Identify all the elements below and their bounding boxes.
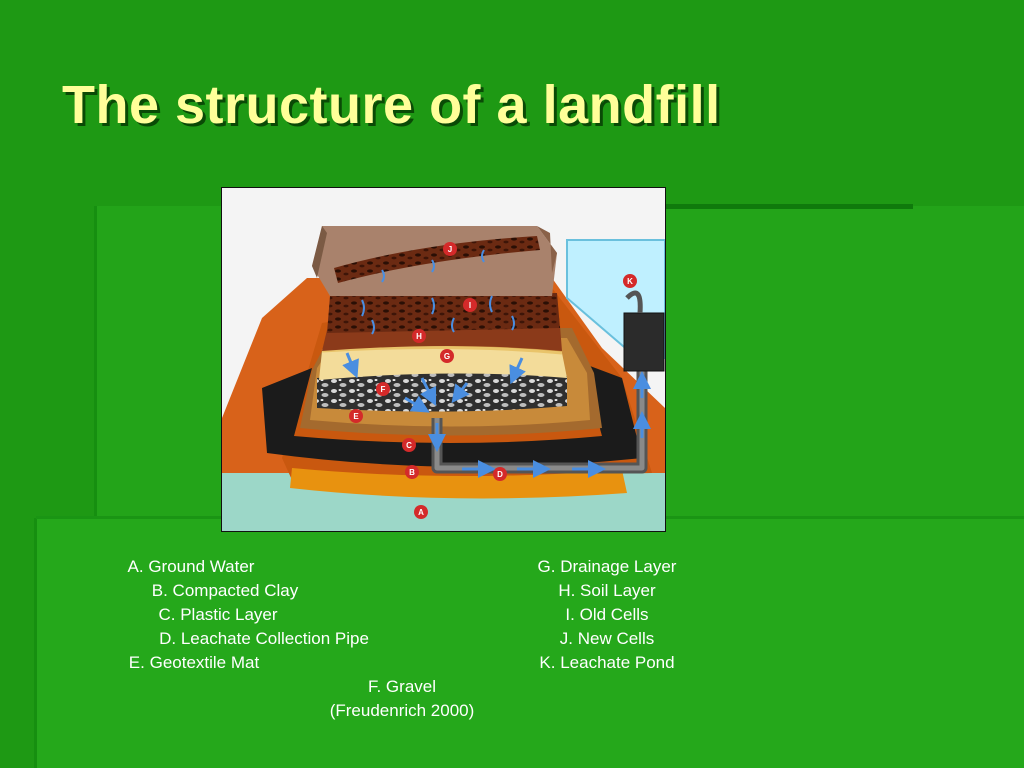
marker-i: I bbox=[463, 298, 477, 312]
legend-item-drainage-layer: G. Drainage Layer bbox=[537, 557, 677, 576]
marker-c: C bbox=[402, 438, 416, 452]
landfill-illustration: A B C D E F G H I J K bbox=[222, 188, 665, 531]
svg-text:A: A bbox=[418, 508, 424, 517]
slide-title: The structure of a landfill bbox=[62, 75, 721, 135]
legend-item-ground-water: A. Ground Water bbox=[127, 557, 255, 576]
plastic-liner bbox=[262, 363, 642, 467]
svg-text:I: I bbox=[469, 301, 471, 310]
soil-layer bbox=[322, 326, 562, 351]
marker-f: F bbox=[376, 382, 390, 396]
svg-text:D: D bbox=[497, 470, 503, 479]
marker-g: G bbox=[440, 349, 454, 363]
panel-edge bbox=[34, 518, 37, 768]
landfill-diagram: A B C D E F G H I J K bbox=[221, 187, 666, 532]
leachate-pump bbox=[623, 312, 665, 372]
svg-text:K: K bbox=[627, 277, 633, 286]
legend-item-plastic-layer: C. Plastic Layer bbox=[158, 605, 278, 624]
gravel-layer bbox=[317, 371, 567, 412]
legend-item-old-cells: I. Old Cells bbox=[565, 605, 649, 624]
legend-item-leachate-pond: K. Leachate Pond bbox=[539, 653, 675, 672]
marker-b: B bbox=[405, 465, 419, 479]
drainage-layer bbox=[319, 347, 567, 380]
marker-h: H bbox=[412, 329, 426, 343]
svg-text:F: F bbox=[381, 385, 386, 394]
marker-a: A bbox=[414, 505, 428, 519]
legend-item-gravel: F. Gravel bbox=[367, 677, 437, 696]
new-cells bbox=[334, 236, 540, 283]
marker-d: D bbox=[493, 467, 507, 481]
svg-text:H: H bbox=[416, 332, 422, 341]
legend-item-leachate-pipe: D. Leachate Collection Pipe bbox=[159, 629, 369, 648]
marker-j: J bbox=[443, 242, 457, 256]
old-cells bbox=[327, 293, 560, 333]
panel-edge bbox=[94, 206, 97, 518]
divider-line bbox=[663, 204, 913, 209]
svg-text:B: B bbox=[409, 468, 415, 477]
legend-item-new-cells: J. New Cells bbox=[559, 629, 655, 648]
svg-text:C: C bbox=[406, 441, 412, 450]
legend-item-compacted-clay: B. Compacted Clay bbox=[151, 581, 299, 600]
background-panel bbox=[36, 518, 1024, 768]
legend-item-soil-layer: H. Soil Layer bbox=[558, 581, 656, 600]
svg-text:J: J bbox=[448, 245, 452, 254]
svg-text:G: G bbox=[444, 352, 450, 361]
marker-k: K bbox=[623, 274, 637, 288]
marker-e: E bbox=[349, 409, 363, 423]
svg-text:E: E bbox=[353, 412, 359, 421]
citation: (Freudenrich 2000) bbox=[329, 701, 475, 720]
legend-item-geotextile-mat: E. Geotextile Mat bbox=[128, 653, 260, 672]
